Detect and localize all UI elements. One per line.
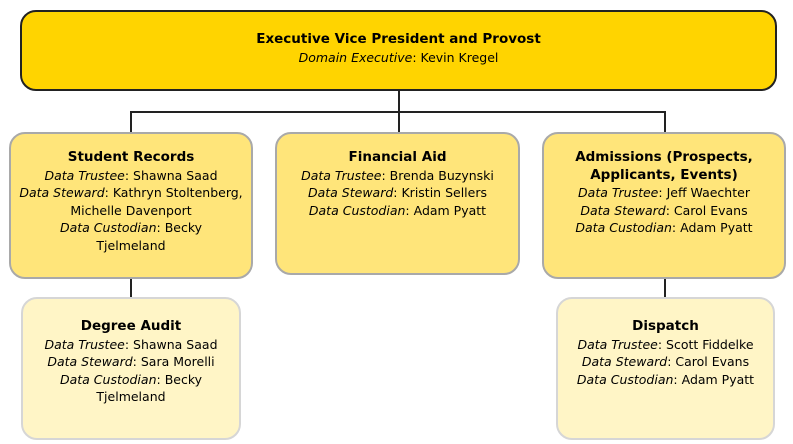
steward-line: Data Steward: Kathryn Stoltenberg, <box>19 185 243 200</box>
person-name: Kathryn Stoltenberg, <box>112 185 243 200</box>
person-name: Carol Evans <box>675 354 750 369</box>
connector-to-financial-aid <box>398 111 400 132</box>
box-title: Executive Vice President and Provost <box>256 31 541 47</box>
connector-to-admissions <box>664 111 666 132</box>
custodian-line: Data Custodian: Becky <box>59 220 203 235</box>
trustee-line: Data Trustee: Shawna Saad <box>44 167 218 183</box>
degree-audit-box: Degree Audit Data Trustee: Shawna Saad D… <box>21 297 241 440</box>
person-name: Adam Pyatt <box>680 220 753 235</box>
role-label: Data Trustee <box>578 185 659 200</box>
role-label: Data Steward <box>581 354 668 369</box>
connector-horizontal-bar <box>130 111 665 113</box>
role-label: Data Custodian <box>576 371 674 387</box>
executive-vp-provost-box: Executive Vice President and Provost Dom… <box>20 10 777 91</box>
trustee-line: Data Trustee: Brenda Buzynski <box>301 167 494 183</box>
financial-aid-box: Financial Aid Data Trustee: Brenda Buzyn… <box>275 132 520 275</box>
student-records-box: Student Records Data Trustee: Shawna Saa… <box>9 132 253 279</box>
role-label: Data Trustee <box>44 336 125 352</box>
role-label: Data Custodian <box>308 202 406 218</box>
role-label: Data Steward <box>307 185 394 200</box>
connector-to-student-records <box>130 111 132 132</box>
box-title: Dispatch <box>632 318 699 334</box>
person-name: Tjelmeland <box>96 389 166 404</box>
connector-to-dispatch <box>664 279 666 297</box>
role-label: Data Trustee <box>301 167 382 183</box>
steward-line: Data Steward: Carol Evans <box>580 202 748 218</box>
person-name: Scott Fiddelke <box>666 336 754 352</box>
box-title: Admissions (Prospects, <box>575 149 753 165</box>
person-name: Sara Morelli <box>140 354 215 369</box>
box-title: Student Records <box>67 149 195 165</box>
person-name: Adam Pyatt <box>681 371 755 387</box>
person-name: Adam Pyatt <box>413 202 487 218</box>
role-label: Domain Executive <box>298 49 413 65</box>
role-label: Data Trustee <box>577 336 658 352</box>
role-label: Data Steward <box>580 202 666 218</box>
custodian-line: Data Custodian: Adam Pyatt <box>576 371 755 387</box>
role-label: Data Custodian <box>59 220 157 235</box>
person-name: Shawna Saad <box>133 336 218 352</box>
steward-line: Data Steward: Kristin Sellers <box>307 185 487 200</box>
admissions-box: Admissions (Prospects, Applicants, Event… <box>542 132 786 279</box>
person-name: Shawna Saad <box>133 167 218 183</box>
role-label: Data Custodian <box>575 220 672 235</box>
person-name: Kristin Sellers <box>401 185 487 200</box>
domain-executive-line: Domain Executive: Kevin Kregel <box>298 49 499 65</box>
trustee-line: Data Trustee: Scott Fiddelke <box>577 336 754 352</box>
role-label: Data Steward <box>47 354 133 369</box>
role-label: Data Custodian <box>59 371 157 387</box>
person-name: Michelle Davenport <box>70 202 192 218</box>
custodian-line: Data Custodian: Adam Pyatt <box>575 220 753 235</box>
role-label: Data Steward <box>19 185 105 200</box>
custodian-line: Data Custodian: Adam Pyatt <box>308 202 487 218</box>
box-title: Degree Audit <box>80 318 182 334</box>
dispatch-box: Dispatch Data Trustee: Scott Fiddelke Da… <box>556 297 775 440</box>
person-name: Jeff Waechter <box>666 185 750 200</box>
connector-top-down <box>398 91 400 112</box>
connector-to-degree-audit <box>130 279 132 297</box>
person-name: Becky <box>164 220 203 235</box>
person-name: Brenda Buzynski <box>389 167 494 183</box>
person-name: Carol Evans <box>673 202 748 218</box>
trustee-line: Data Trustee: Jeff Waechter <box>578 185 750 200</box>
trustee-line: Data Trustee: Shawna Saad <box>44 336 218 352</box>
steward-line: Data Steward: Sara Morelli <box>47 354 215 369</box>
custodian-line: Data Custodian: Becky <box>59 371 203 387</box>
box-title-continued: Applicants, Events) <box>590 166 738 183</box>
box-title: Financial Aid <box>348 149 447 165</box>
person-name: Kevin Kregel <box>420 49 499 65</box>
role-label: Data Trustee <box>44 167 125 183</box>
person-name: Becky <box>164 371 203 387</box>
person-name: Tjelmeland <box>96 237 166 253</box>
steward-line: Data Steward: Carol Evans <box>581 354 750 369</box>
